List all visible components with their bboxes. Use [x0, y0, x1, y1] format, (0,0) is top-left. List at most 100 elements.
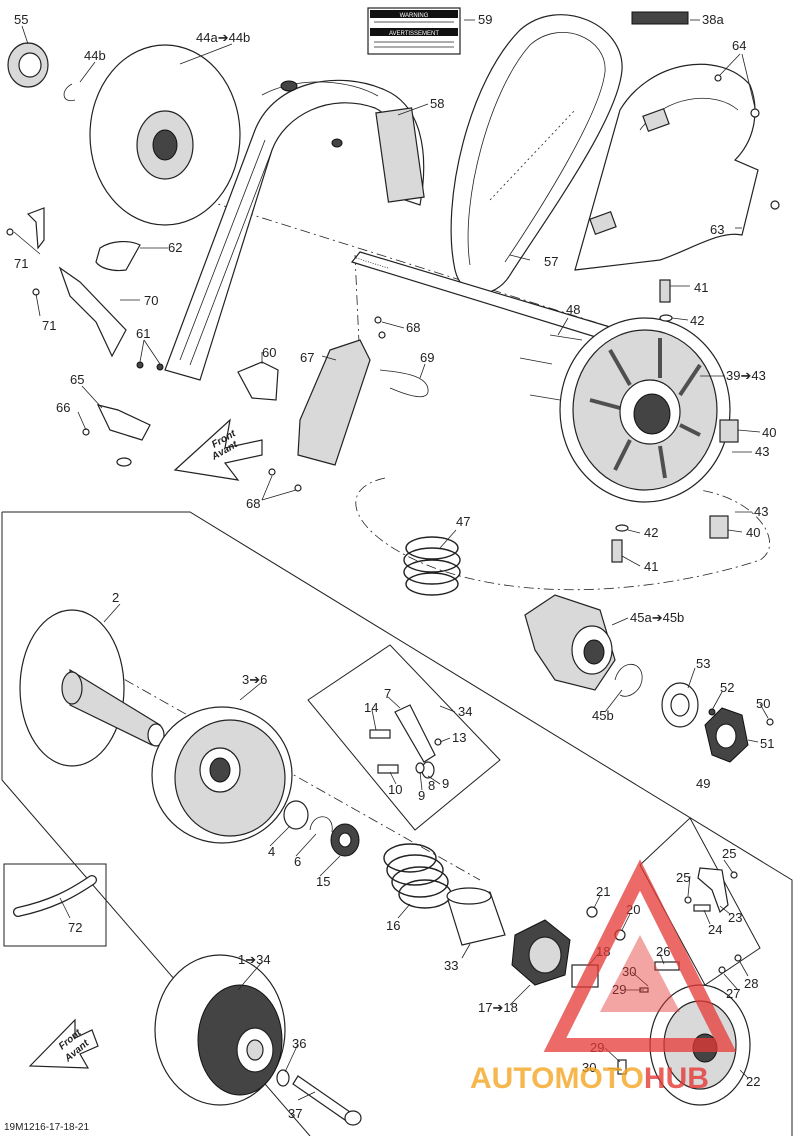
label-68b: 68 [246, 496, 260, 511]
housing-49 [704, 707, 749, 763]
label-29a: 29 [612, 982, 626, 997]
label-9b: 9 [442, 776, 449, 791]
label-7: 7 [384, 686, 391, 701]
label-48: 48 [566, 302, 580, 317]
front-arrow-top: Front Avant [173, 418, 263, 481]
label-44a: 44a➔44b [196, 30, 250, 45]
label-42b: 42 [644, 525, 658, 540]
label-14: 14 [364, 700, 378, 715]
label-41b: 41 [644, 559, 658, 574]
decal-warning-text: WARNING [400, 13, 429, 19]
label-26: 26 [656, 944, 670, 959]
washer-15 [330, 823, 360, 857]
cam-detail-box [639, 817, 761, 986]
part-72-box [3, 863, 107, 947]
nut-61b [156, 363, 164, 371]
label-2: 2 [112, 590, 119, 605]
clip-69 [379, 369, 429, 398]
label-34a: 34 [458, 704, 472, 719]
watermark-logo [543, 859, 737, 1052]
bolt-41-lower [611, 539, 623, 563]
label-9a: 9 [418, 788, 425, 803]
leader-lines [13, 19, 769, 1101]
label-39-43: 39➔43 [726, 368, 766, 383]
driven-pulley-39 [559, 317, 731, 503]
sleeve-33 [446, 887, 506, 946]
label-52: 52 [720, 680, 734, 695]
front-arrow-bottom: Front Avant [28, 1018, 99, 1069]
screw-64a [714, 74, 722, 82]
drive-sheave-3 [151, 706, 293, 844]
label-59: 59 [478, 12, 492, 27]
label-13: 13 [452, 730, 466, 745]
nut-61a [136, 361, 144, 369]
label-30a: 30 [622, 964, 636, 979]
label-68a: 68 [406, 320, 420, 335]
callout-labels: 55 44b 44a➔44b 59 38a 64 58 63 62 71 70 … [14, 12, 776, 1121]
pin-24 [693, 904, 711, 912]
label-50: 50 [756, 696, 770, 711]
label-49: 49 [696, 776, 710, 791]
ring-45b [614, 663, 643, 697]
label-67: 67 [300, 350, 314, 365]
label-15: 15 [316, 874, 330, 889]
label-43a: 43 [755, 444, 769, 459]
label-42a: 42 [690, 313, 704, 328]
pin-10 [377, 764, 399, 774]
label-57: 57 [544, 254, 558, 269]
label-30b: 30 [582, 1060, 596, 1075]
roller-40-lower [709, 515, 729, 539]
label-64: 64 [732, 38, 746, 53]
label-40a: 40 [762, 425, 776, 440]
label-44b: 44b [84, 48, 106, 63]
arm-7 [394, 704, 436, 763]
label-16: 16 [386, 918, 400, 933]
washer-42-lower [615, 524, 629, 532]
label-63: 63 [710, 222, 724, 237]
label-8: 8 [428, 778, 435, 793]
spider-17 [511, 919, 571, 986]
label-28: 28 [744, 976, 758, 991]
bracket-60 [237, 361, 279, 401]
label-55: 55 [14, 12, 28, 27]
belt-guard-support [164, 79, 425, 381]
belt-guard-63 [574, 63, 759, 271]
label-25a: 25 [722, 846, 736, 861]
label-23: 23 [728, 910, 742, 925]
label-61: 61 [136, 326, 150, 341]
drive-pulley-assembly-1 [154, 954, 286, 1106]
label-69: 69 [420, 350, 434, 365]
label-65: 65 [70, 372, 84, 387]
label-6: 6 [294, 854, 301, 869]
label-58: 58 [430, 96, 444, 111]
warning-decal-59: WARNING AVERTISSEMENT [367, 7, 461, 55]
label-47: 47 [456, 514, 470, 529]
label-1-34: 1➔34 [238, 952, 271, 967]
label-22: 22 [746, 1074, 760, 1089]
spring-47 [403, 536, 461, 596]
label-21: 21 [596, 884, 610, 899]
bracket-65 [96, 404, 151, 441]
label-53: 53 [696, 656, 710, 671]
label-38a: 38a [702, 12, 724, 27]
washer-53 [661, 682, 699, 728]
washer-42-upper [659, 314, 673, 322]
label-24: 24 [708, 922, 722, 937]
label-4: 4 [268, 844, 275, 859]
label-66: 66 [56, 400, 70, 415]
lower-assembly-frame [2, 511, 793, 1136]
label-71a: 71 [14, 256, 28, 271]
bolts-48 [519, 334, 583, 401]
guide-62 [95, 241, 141, 272]
label-45b: 45b [592, 708, 614, 723]
label-40b: 40 [746, 525, 760, 540]
fixed-sheave-44a [89, 44, 241, 226]
roller-40-upper [719, 419, 739, 443]
linkage-detail-box [307, 644, 501, 831]
plate-38a [631, 11, 689, 25]
bolt-41-upper [659, 279, 671, 303]
movable-sheave-2 [19, 609, 165, 767]
label-17-18: 17➔18 [478, 1000, 518, 1015]
pin-14 [369, 729, 391, 739]
